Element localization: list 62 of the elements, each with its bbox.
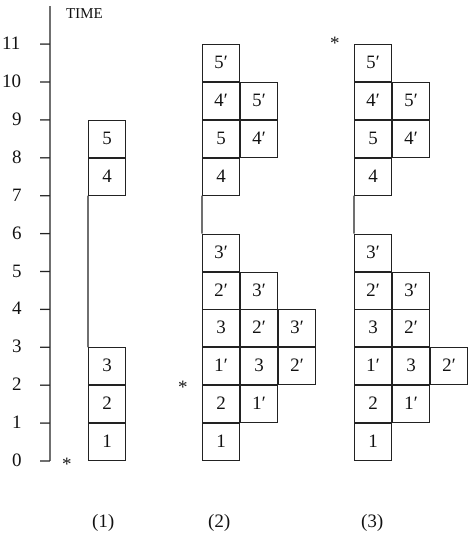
task-box: 4′ [354,82,392,120]
task-box: 2′ [278,347,316,386]
task-box: 3′ [278,309,316,348]
asterisk-mark: * [330,34,340,53]
task-box: 5 [202,120,240,158]
task-box: 4′ [202,82,240,120]
task-box: 3′ [392,272,430,310]
task-box: 4 [88,158,126,196]
task-box: 3 [354,309,392,348]
task-box: 3 [88,347,126,386]
task-box: 3′ [240,272,278,310]
task-box: 3′ [202,234,240,272]
task-box: 3′ [354,234,392,272]
asterisk-mark: * [62,455,72,474]
tick-label: 3 [12,337,22,356]
task-box: 5′ [392,82,430,120]
connector-line [87,196,89,348]
task-box: 4 [202,158,240,196]
task-box: 5′ [202,44,240,82]
tick-label: 0 [12,451,22,470]
task-box: 2 [354,385,392,424]
task-box: 5 [354,120,392,158]
axis-title: TIME [66,7,103,22]
connector-line [353,196,355,234]
task-box: 1 [202,423,240,462]
column-label: (3) [361,512,384,531]
task-box: 2′ [240,309,278,348]
task-box: 3 [240,347,278,386]
task-box: 2′ [392,309,430,348]
task-box: 1′ [240,385,278,424]
task-box: 2 [202,385,240,424]
task-box: 5′ [240,82,278,120]
task-box: 5′ [354,44,392,82]
tick-label: 9 [12,110,22,129]
tick-label: 6 [12,224,22,243]
task-box: 1 [88,423,126,462]
task-box: 4′ [392,120,430,158]
tick-label: 5 [12,262,22,280]
task-box: 2 [88,385,126,424]
task-box: 2′ [202,272,240,310]
connector-line [201,196,203,234]
task-box: 1′ [354,347,392,386]
task-box: 5 [88,120,126,158]
tick-label: 1 [12,413,22,432]
task-box: 1′ [202,347,240,386]
tick-label: 8 [12,148,22,167]
task-box: 2′ [354,272,392,310]
asterisk-mark: * [178,378,188,397]
task-box: 2′ [430,347,468,386]
tick-label: 4 [12,299,22,318]
tick-label: 7 [12,186,22,205]
task-box: 3 [392,347,430,386]
column-label: (2) [208,512,230,531]
task-box: 4′ [240,120,278,158]
task-box: 3 [202,309,240,348]
task-box: 1′ [392,385,430,424]
task-box: 1 [354,423,392,462]
tick-label: 11 [2,34,20,54]
tick-label: 2 [12,375,22,394]
task-box: 4 [354,158,392,196]
column-label: (1) [92,512,114,531]
tick-label: 10 [2,72,21,91]
